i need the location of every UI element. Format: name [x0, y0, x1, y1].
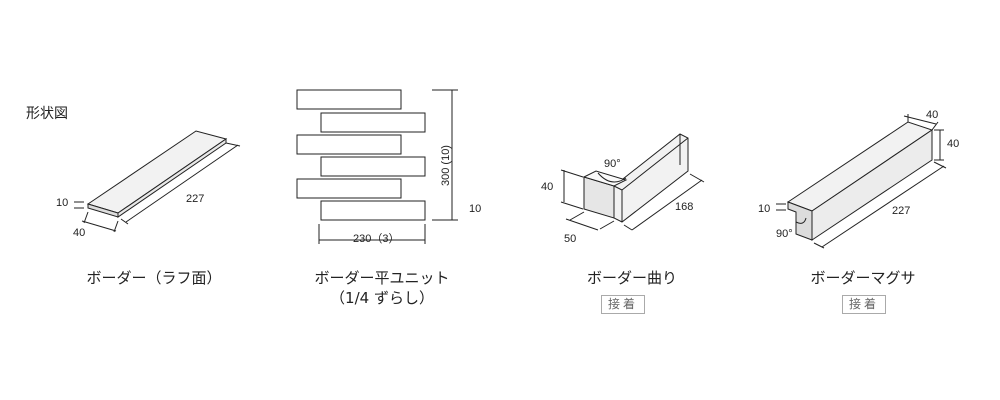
dim-ext-width-2	[599, 220, 615, 230]
dim-length-text: 227	[892, 205, 910, 217]
dim-thickness-text: 10	[758, 203, 770, 215]
dim-ext-height-1	[560, 169, 584, 178]
item-label-line-1: ボーダー平ユニット	[314, 269, 450, 287]
dim-height-text: 300 (10)	[440, 145, 452, 186]
border-lintel-drawing	[776, 114, 947, 249]
unit-row-4	[320, 156, 426, 177]
dim-width-text: 230（3）	[353, 232, 399, 245]
corner-edge-3	[621, 137, 689, 191]
dim-length-text: 227	[186, 193, 204, 205]
dim-line-width	[81, 220, 117, 232]
dim-line-width	[565, 218, 599, 231]
dim-ext-width-1	[569, 211, 585, 221]
dim-ext-width-1	[83, 211, 89, 224]
dim-length-text: 168	[675, 201, 693, 213]
dim-ext-top-2	[931, 121, 939, 131]
unit-row-3	[296, 134, 402, 155]
item-label-border-corner: ボーダー曲り	[586, 269, 677, 287]
item-label-border-rough: ボーダー（ラフ面）	[86, 269, 222, 287]
dim-thickness-text: 10	[56, 197, 68, 209]
dim-angle-text: 90°	[776, 228, 793, 240]
dim-line-top	[903, 115, 937, 125]
dim-ext-length-2	[689, 173, 705, 183]
unit-row-5	[296, 178, 402, 199]
dim-angle-text: 90°	[604, 158, 621, 170]
angle-arc	[597, 172, 627, 183]
adhesive-badge-lintel: 接着	[842, 295, 887, 314]
lintel-end-profile	[787, 201, 813, 241]
dim-ext-length-1	[623, 224, 633, 231]
adhesive-badge-corner: 接着	[601, 295, 646, 314]
dim-ext-length-2	[120, 218, 129, 225]
dim-height-text: 40	[541, 181, 553, 193]
dim-width-text: 50	[564, 233, 576, 245]
dim-line-length	[631, 179, 703, 231]
border-rough-face-drawing	[74, 130, 241, 233]
dim-line-length	[821, 165, 945, 248]
dim-ext-height-2	[560, 201, 584, 210]
dim-joint-text: 10	[469, 203, 481, 215]
unit-row-2	[320, 112, 426, 133]
angle-arc	[795, 217, 807, 224]
unit-row-6	[320, 200, 426, 221]
border-flat-unit-drawing	[296, 89, 458, 244]
corner-edge-2	[613, 185, 623, 191]
dim-side-text: 40	[947, 138, 959, 150]
dim-line-length	[125, 144, 239, 223]
item-label-border-lintel: ボーダーマグサ	[810, 269, 916, 287]
page-heading: 形状図	[26, 106, 68, 122]
item-label-line-2: （1/4 ずらし）	[330, 289, 434, 307]
item-label-border-flat-unit: ボーダー平ユニット （1/4 ずらし）	[262, 268, 502, 308]
dim-width-text: 40	[73, 227, 85, 239]
border-corner-drawing	[560, 133, 705, 231]
dim-top-text: 40	[926, 109, 938, 121]
unit-row-1	[296, 89, 402, 110]
dim-ext-length-2	[933, 161, 947, 169]
